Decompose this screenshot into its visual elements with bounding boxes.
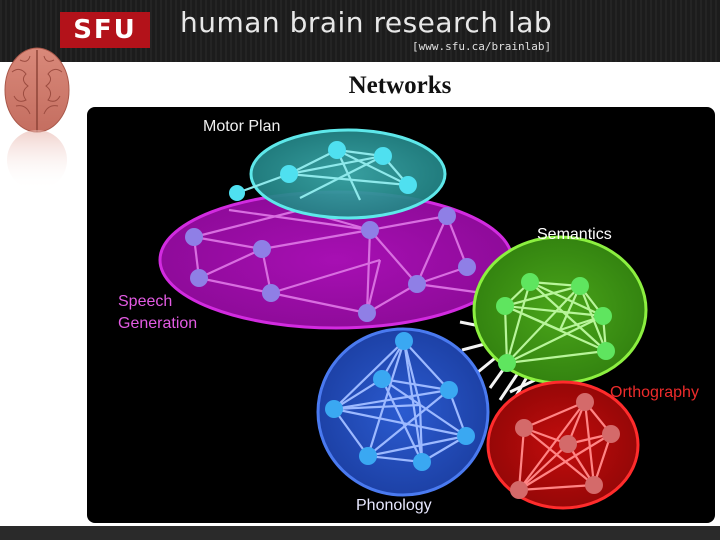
brain-image [4, 47, 70, 190]
lab-url[interactable]: [www.sfu.ca/brainlab] [412, 40, 552, 53]
network-graph [158, 128, 648, 510]
phonology-edges [333, 340, 468, 464]
semantics-edges [503, 280, 608, 365]
semantics-label: Semantics [537, 226, 612, 243]
slide-footer-bar [0, 526, 720, 540]
speech-generation-label: Speech Generation [118, 293, 198, 332]
sfu-logo-text: SFU [73, 15, 137, 45]
motor-plan-label: Motor Plan [203, 118, 281, 135]
sfu-logo[interactable]: SFU [60, 12, 150, 48]
lab-name: human brain research lab [180, 6, 553, 39]
slide-title: Networks [348, 72, 452, 99]
semantics-nodes [496, 273, 615, 372]
motor-plan-nodes [229, 141, 417, 201]
network-diagram [87, 107, 715, 523]
site-header: SFU human brain research lab [www.sfu.ca… [0, 0, 720, 62]
speech-generation-nodes [185, 207, 476, 322]
speech-generation-edges [192, 208, 491, 315]
phonology-nodes [325, 332, 475, 471]
orthography-label: Orthography [610, 384, 699, 401]
orthography-nodes [510, 393, 620, 499]
phonology-label: Phonology [356, 497, 432, 514]
